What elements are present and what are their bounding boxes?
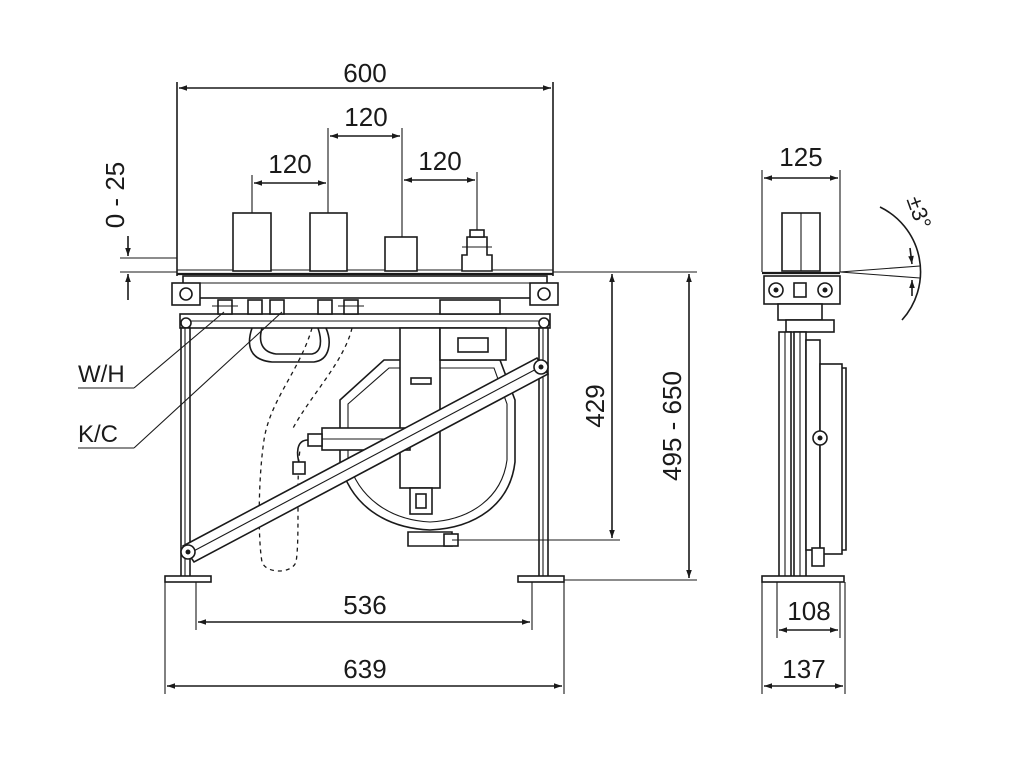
dim-height-429: 429 [452, 271, 620, 541]
dim-angle-text: ±3° [902, 193, 937, 233]
dim-108-text: 108 [787, 596, 830, 626]
dim-tap-spacing-mid: 120 [330, 102, 400, 139]
front-view: 600 120 120 120 0 - 25 [78, 58, 697, 694]
dim-overall-width: 600 [179, 58, 551, 91]
dim-feet-outer: 639 [164, 582, 565, 694]
dim-height-range: 495 - 650 [564, 271, 697, 581]
dashed-hose [258, 327, 353, 572]
dim-125-text: 125 [779, 142, 822, 172]
dim-120-right-text: 120 [418, 146, 461, 176]
label-wh-text: W/H [78, 361, 125, 388]
label-kc-text: K/C [78, 421, 118, 448]
loop-hose [248, 327, 330, 363]
dim-429-text: 429 [580, 384, 610, 427]
dim-height-adjust: 0 - 25 [100, 162, 177, 300]
angle-indicator: ±3° [839, 193, 937, 321]
upper-frame [171, 275, 559, 329]
label-cold-water: K/C [78, 311, 283, 449]
side-tap-body [781, 212, 821, 272]
dim-tap-spacing-right: 120 [404, 146, 475, 183]
side-column [761, 303, 847, 583]
tap-bodies [232, 212, 493, 272]
dim-0-25-text: 0 - 25 [100, 162, 130, 229]
dim-side-base-inner: 108 [776, 582, 841, 638]
side-view: ±3° 125 108 137 [761, 142, 937, 694]
dim-120-left-text: 120 [268, 149, 311, 179]
dim-639-text: 639 [343, 654, 386, 684]
dim-side-top: 125 [761, 142, 841, 272]
dim-495-650-text: 495 - 650 [657, 371, 687, 481]
tap-extension-lines [251, 128, 478, 237]
diagonal-brace [180, 356, 550, 564]
dim-536-text: 536 [343, 590, 386, 620]
label-hot-water: W/H [78, 311, 225, 389]
rail-valves [212, 299, 501, 315]
dim-feet-inner: 536 [195, 582, 533, 630]
dim-600-text: 600 [343, 58, 386, 88]
dim-120-mid-text: 120 [344, 102, 387, 132]
side-head-block [762, 271, 841, 305]
dim-tap-spacing-left: 120 [254, 149, 326, 186]
dim-137-text: 137 [782, 654, 825, 684]
dim-side-base-outer: 137 [761, 582, 846, 694]
